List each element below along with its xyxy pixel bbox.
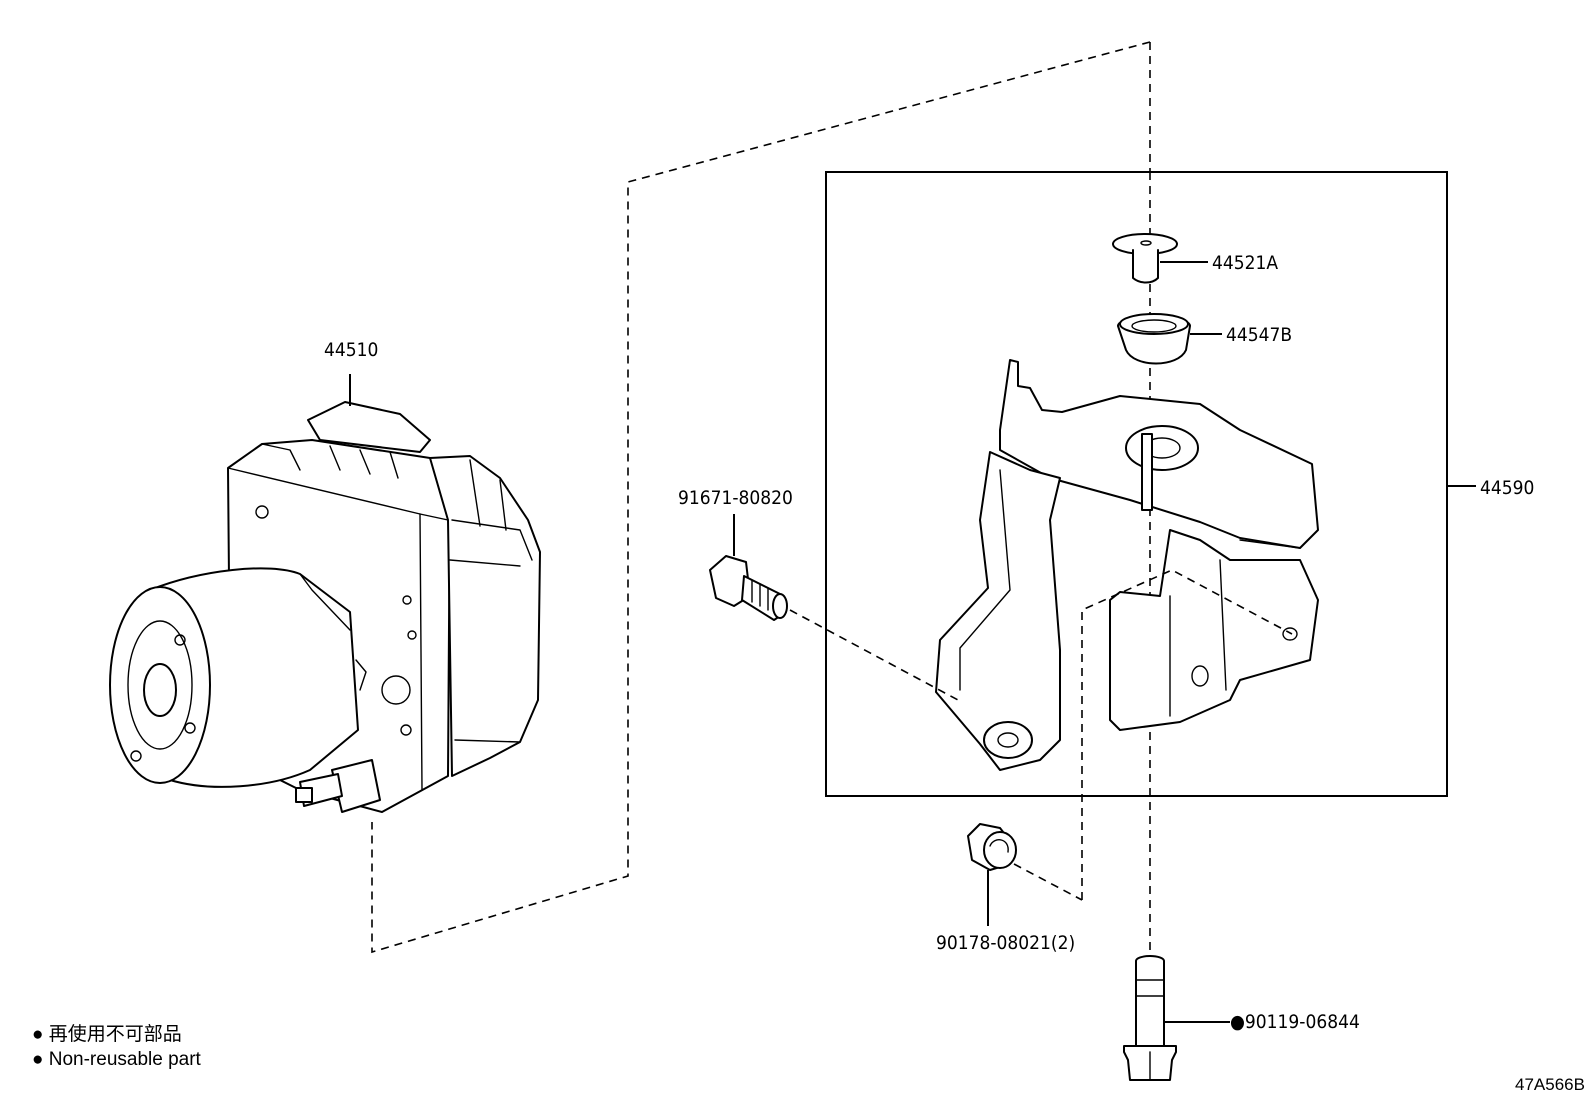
label-44547B: 44547B xyxy=(1226,324,1292,346)
label-44590: 44590 xyxy=(1480,477,1534,499)
legend-japanese: ● 再使用不可部品 xyxy=(32,1023,182,1045)
bracket-44590[interactable] xyxy=(935,359,1476,771)
bracket-frame-box xyxy=(825,171,1448,797)
cushion-44547B[interactable] xyxy=(1117,313,1222,365)
assembly-dashed-outline xyxy=(371,41,1151,954)
bolt-90119-06844[interactable] xyxy=(1123,955,1230,1081)
diagram-code: 47A566B xyxy=(1515,1075,1585,1094)
nut-90178-08021[interactable] xyxy=(967,823,1017,926)
collar-44521A[interactable] xyxy=(1112,233,1208,284)
label-90178-08021: 90178-08021(2) xyxy=(936,932,1075,954)
label-44521A: 44521A xyxy=(1212,252,1278,274)
abs-actuator-44510[interactable] xyxy=(109,374,541,813)
legend-english: ● Non-reusable part xyxy=(32,1049,202,1070)
label-91671-80820: 91671-80820 xyxy=(678,487,793,509)
label-90119-06844: ●90119-06844 xyxy=(1230,1011,1360,1033)
label-44510: 44510 xyxy=(324,339,378,361)
bolt-91671-80820[interactable] xyxy=(709,514,788,621)
